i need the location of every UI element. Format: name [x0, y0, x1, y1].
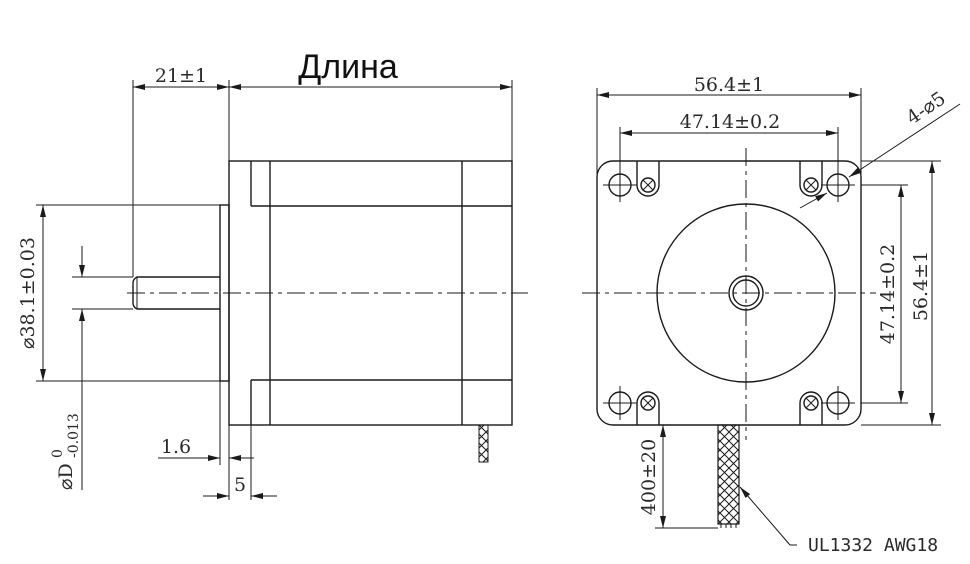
mounting-hole-tr	[821, 168, 855, 202]
shaft-length-label: 21±1	[155, 65, 207, 87]
side-view: Длина 21±1	[17, 48, 528, 500]
pilot-height-dimension: 1.6	[158, 381, 254, 500]
shaft-boss-outer	[728, 275, 764, 311]
screw-br	[799, 391, 823, 425]
screw-tl	[636, 161, 660, 197]
hole-spacing-h-dimension: 47.14±0.2	[619, 111, 839, 168]
shaft-end-circle	[732, 279, 760, 307]
shaft-diameter-lower-tol: -0.013	[66, 413, 82, 458]
screw-bl	[636, 391, 660, 425]
hole-spacing-v-label: 47.14±0.2	[877, 244, 899, 345]
side-cable	[478, 424, 489, 463]
lead-cable	[717, 424, 740, 528]
mounting-hole-bl	[603, 386, 637, 420]
hole-spacing-v-dimension: 47.14±0.2	[861, 184, 908, 404]
shaft-diameter-dimension: ⌀D 0 -0.013	[50, 246, 133, 490]
hole-spacing-h-label: 47.14±0.2	[680, 111, 781, 133]
shaft-length-dimension: 21±1	[132, 65, 513, 277]
flange-height-dimension: 56.4±1	[861, 160, 941, 426]
lead-length-dimension: 400±20	[638, 425, 718, 529]
flange-thickness-dimension: 5	[203, 425, 277, 500]
flange-width-label: 56.4±1	[694, 74, 764, 96]
flange-thickness-label: 5	[234, 474, 246, 496]
front-view: 56.4±1 47.14±0.2 4-⌀5 47.14±0.2 56.	[582, 74, 961, 556]
screw-tr	[799, 161, 823, 197]
length-title: Длина	[298, 48, 398, 86]
pilot-diameter-label: ⌀38.1±0.03	[17, 237, 39, 349]
mounting-holes-label: 4-⌀5	[902, 87, 949, 129]
cable-callout: UL1332 AWG18	[739, 486, 938, 556]
motor-can-circle	[656, 203, 836, 383]
cable-spec-label: UL1332 AWG18	[808, 535, 938, 556]
pilot-height-label: 1.6	[161, 436, 191, 458]
flange-height-label: 56.4±1	[910, 251, 932, 321]
pilot-diameter-dimension: ⌀38.1±0.03	[17, 204, 220, 382]
shaft-diameter-upper-tol: 0	[50, 449, 66, 458]
mounting-hole-tl	[603, 168, 637, 202]
flange-width-dimension: 56.4±1	[596, 74, 862, 175]
mounting-hole-br	[821, 386, 855, 420]
shaft-diameter-symbol: ⌀D	[55, 463, 77, 490]
mounting-holes-callout: 4-⌀5	[799, 87, 961, 209]
lead-length-label: 400±20	[638, 439, 660, 515]
